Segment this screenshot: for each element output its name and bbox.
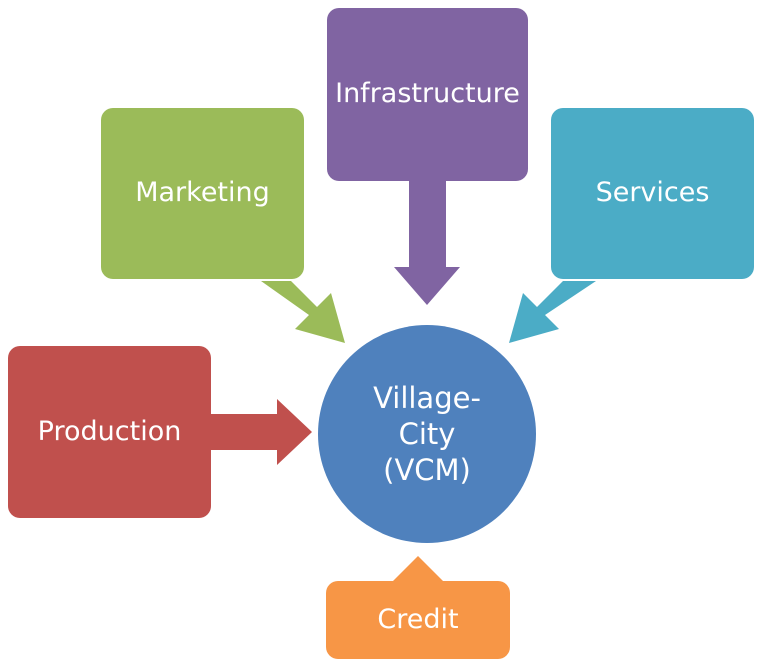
node-production-label: Production [37,415,182,447]
node-marketing: Marketing [101,108,304,279]
node-infrastructure: Infrastructure [327,8,528,181]
center-label-line3: (VCM) [383,453,471,488]
node-production: Production [8,346,211,518]
arrow-marketing-to-center [261,281,345,343]
arrow-infrastructure-to-center [394,181,460,305]
center-label-line1: Village- [373,380,481,415]
arrow-production-to-center [211,399,312,465]
node-credit-label: Credit [377,603,459,635]
arrow-credit-to-center [393,556,443,581]
node-credit: Credit [326,581,510,659]
node-infrastructure-label: Infrastructure [335,78,520,110]
center-node-village-city: Village- City (VCM) [318,325,536,543]
node-services: Services [551,108,754,279]
node-services-label: Services [595,177,710,209]
center-label-line2: City [398,416,456,451]
arrow-services-to-center [509,281,596,343]
node-marketing-label: Marketing [135,177,270,209]
